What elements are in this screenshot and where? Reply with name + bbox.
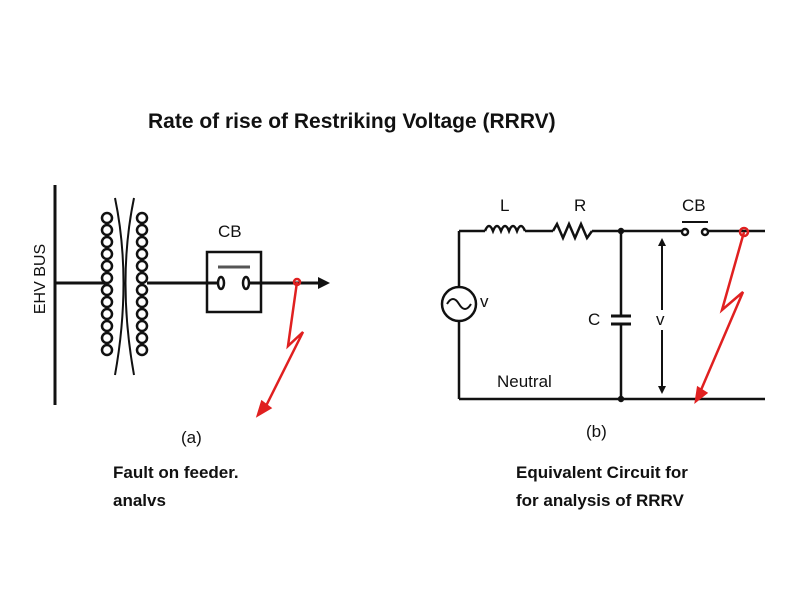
transformer-primary-coil [100, 211, 114, 357]
transformer-secondary-coil [135, 211, 149, 357]
caption-letter-a: (a) [181, 428, 202, 447]
transformer-core-left [114, 197, 125, 376]
diagram-b [440, 220, 765, 403]
caption-letter-b: (b) [586, 422, 607, 441]
cb-contact-right [241, 275, 251, 291]
cb-contact-left [216, 275, 226, 291]
ac-source-symbol [440, 285, 478, 323]
transformer-core-right [124, 197, 135, 376]
resistor-symbol [551, 220, 594, 242]
capacitor-label: C [588, 310, 601, 329]
cb-b-contact-right [700, 227, 710, 237]
cb-b-contact-left [680, 227, 690, 237]
caption-b-line2: for analysis of RRRV [516, 491, 684, 510]
caption-a-line1: Fault on feeder. [113, 463, 239, 482]
inductor-label: L [500, 196, 510, 215]
cb-label-a: CB [218, 222, 242, 241]
source-label: v [480, 292, 489, 311]
fault-lightning-b [694, 226, 750, 404]
fault-lightning-a [255, 277, 305, 418]
resistor-label: R [574, 196, 587, 215]
output-arrow-icon [318, 277, 330, 289]
neutral-label: Neutral [497, 372, 552, 391]
cb-label-b: CB [682, 196, 706, 215]
inductor-symbol [483, 224, 527, 235]
ac-wave-icon [446, 298, 472, 310]
voltage-label: v [656, 310, 665, 330]
ehv-bus-label: EHV BUS [32, 243, 50, 315]
caption-a-line2: analvs [113, 491, 166, 510]
caption-b-line1: Equivalent Circuit for [516, 463, 688, 482]
page-title: Rate of rise of Restriking Voltage (RRRV… [148, 110, 556, 133]
diagram-a [53, 185, 330, 405]
